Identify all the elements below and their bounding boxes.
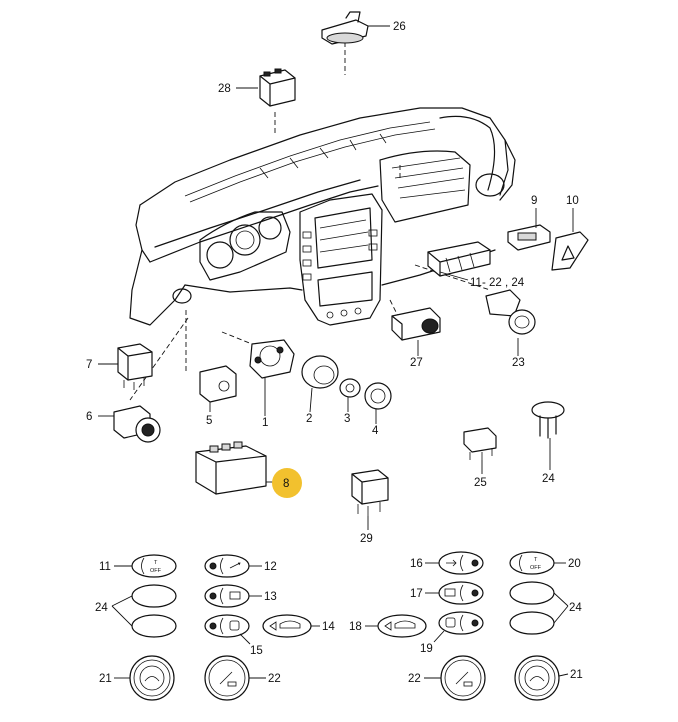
callout-28: 28 (218, 83, 231, 95)
button-24-lower-left (131, 614, 177, 638)
part-9-switch (507, 224, 551, 251)
label-24-left: 24 (95, 602, 108, 614)
part-24-pushbutton (531, 401, 565, 439)
button-11-text-1: T (154, 560, 158, 566)
assembly-lines (129, 42, 491, 401)
knob-22-right (440, 655, 486, 701)
callout-1: 1 (262, 417, 268, 429)
callout-8: 8 (283, 478, 289, 490)
button-24-upper-right (509, 581, 555, 605)
button-11-text-2: OFF (150, 568, 162, 574)
part-10-hazard-switch (551, 231, 589, 271)
callout-5: 5 (206, 415, 212, 427)
callout-7: 7 (86, 359, 92, 371)
label-11: 11 (99, 561, 111, 573)
callout-11-22-24: 11- 22 , 24 (470, 277, 525, 289)
part-2-ring (301, 355, 339, 389)
part-1-ignition-switch (249, 339, 295, 379)
label-22-left: 22 (268, 673, 281, 685)
callout-10: 10 (566, 195, 579, 207)
callout-9: 9 (531, 195, 537, 207)
label-15: 15 (250, 645, 263, 657)
callout-labels: 26 28 9 10 11- 22 , 24 23 27 7 6 5 1 2 3… (86, 21, 579, 545)
part-25-switch (463, 427, 497, 460)
part-23-ignition-lock (485, 289, 536, 335)
callout-4: 4 (372, 425, 379, 437)
part-29-relay (351, 469, 389, 516)
label-18: 18 (349, 621, 362, 633)
button-20-text-2: OFF (530, 565, 542, 571)
part-4-knob (364, 382, 392, 410)
leader-lines (98, 25, 574, 530)
label-13: 13 (264, 591, 277, 603)
part-26-bracket (321, 11, 369, 45)
callout-2: 2 (306, 413, 312, 425)
label-21-right: 21 (570, 669, 583, 681)
button-15 (204, 614, 250, 638)
part-6-switch (113, 405, 161, 443)
part-5-switch (199, 365, 237, 403)
callout-23: 23 (512, 357, 525, 369)
button-legend: T OFF 11 24 12 13 15 14 (95, 551, 583, 701)
part-8-switch-block (195, 441, 267, 495)
label-22-right: 22 (408, 673, 421, 685)
label-17: 17 (410, 588, 423, 600)
knob-21-right (514, 655, 560, 701)
callout-29: 29 (360, 533, 373, 545)
label-12: 12 (264, 561, 277, 573)
label-14: 14 (322, 621, 335, 633)
part-11-switch-block (427, 241, 491, 277)
highlighted-callout-8[interactable]: 8 (272, 468, 302, 498)
button-24-upper-left (131, 584, 177, 608)
dashboard-assembly (129, 107, 516, 326)
button-20-text-1: T (534, 557, 538, 563)
part-28-relay (259, 68, 296, 107)
callout-3: 3 (344, 413, 350, 425)
button-19 (438, 611, 484, 635)
knob-21-left (129, 655, 175, 701)
label-21-left: 21 (99, 673, 112, 685)
button-24-lower-right (509, 611, 555, 635)
part-3-nut (339, 378, 361, 398)
callout-26: 26 (393, 21, 406, 33)
callout-6: 6 (86, 411, 92, 423)
label-16: 16 (410, 558, 423, 570)
highlight-badge[interactable] (272, 468, 302, 498)
label-19: 19 (420, 643, 433, 655)
knob-22-left (204, 655, 250, 701)
callout-27: 27 (410, 357, 423, 369)
part-7-relay (117, 343, 153, 390)
label-24-right: 24 (569, 602, 582, 614)
callout-25: 25 (474, 477, 487, 489)
label-20: 20 (568, 558, 581, 570)
part-27-switch (391, 307, 441, 341)
callout-24: 24 (542, 473, 555, 485)
